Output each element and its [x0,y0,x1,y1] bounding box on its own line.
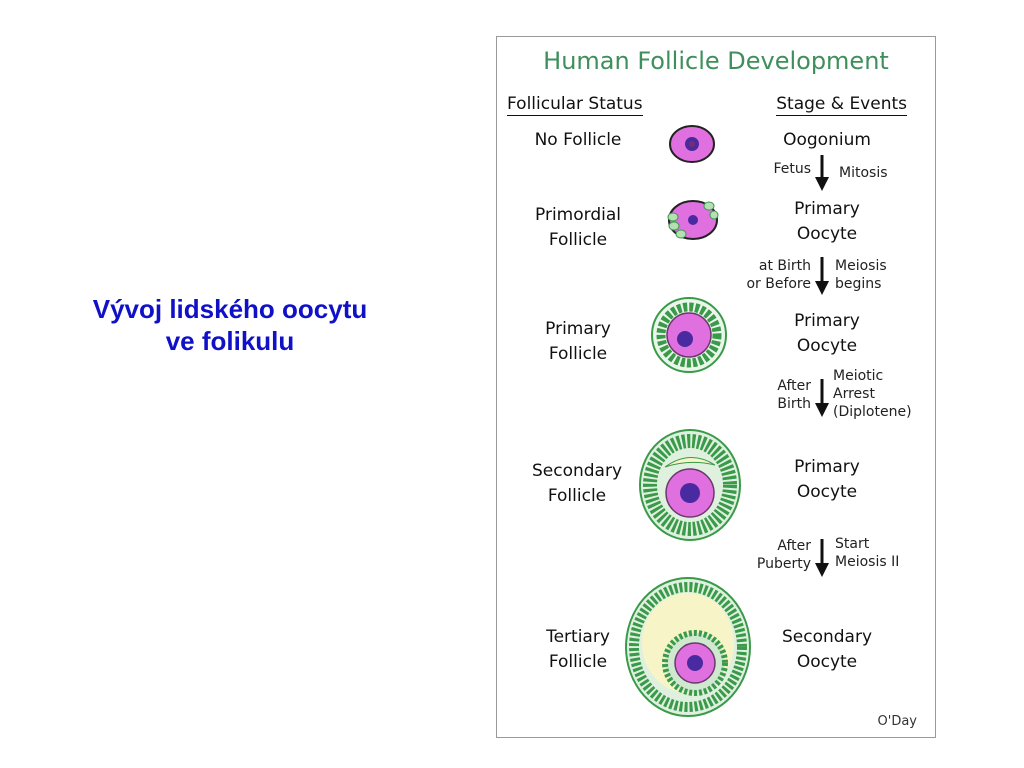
column-header-stage-events: Stage & Events [776,94,907,116]
transition-2-event: Meiosis begins [835,258,887,292]
oogonium-cell-icon [669,125,715,163]
transition-4-timing: After Puberty [756,538,811,572]
cell-label-stage-5: Secondary Oocyte [781,627,873,672]
slide-title: Vývoj lidského oocytu ve folikulu [30,293,430,357]
primordial-follicle-icon [667,200,719,240]
column-header-follicular-status: Follicular Status [507,94,643,116]
secondary-follicle-icon [639,429,741,541]
transition-3-timing: After Birth [777,378,811,412]
follicle-label-stage-1: No Follicle [534,130,622,150]
primary-follicle-icon [651,297,727,373]
arrow-down-icon [815,155,829,191]
arrow-down-icon [815,379,829,417]
slide-title-line-2: ve folikulu [165,326,295,356]
transition-3-event: Meiotic Arrest (Diplotene) [833,368,912,420]
transition-1-timing: Fetus [773,161,811,177]
follicle-label-stage-4: Secondary Follicle [531,461,623,506]
arrow-down-icon [815,539,829,577]
diagram-title: Human Follicle Development [543,47,889,75]
arrow-down-icon [815,257,829,295]
author-credit: O'Day [877,714,917,729]
transition-4-event: Start Meiosis II [835,536,900,570]
tertiary-follicle-icon [625,577,751,717]
follicle-label-stage-3: Primary Follicle [545,319,611,364]
cell-label-stage-1: Oogonium [783,130,871,150]
follicle-label-stage-5: Tertiary Follicle [546,627,610,672]
transition-2-timing: at Birth or Before [746,258,811,292]
cell-label-stage-3: Primary Oocyte [794,311,860,356]
slide-title-line-1: Vývoj lidského oocytu [92,294,368,324]
follicle-diagram-panel: Human Follicle Development Follicular St… [496,36,936,738]
cell-label-stage-4: Primary Oocyte [794,457,860,502]
follicle-label-stage-2: Primordial Follicle [535,205,621,250]
cell-label-stage-2: Primary Oocyte [794,199,860,244]
transition-1-event: Mitosis [839,165,888,181]
